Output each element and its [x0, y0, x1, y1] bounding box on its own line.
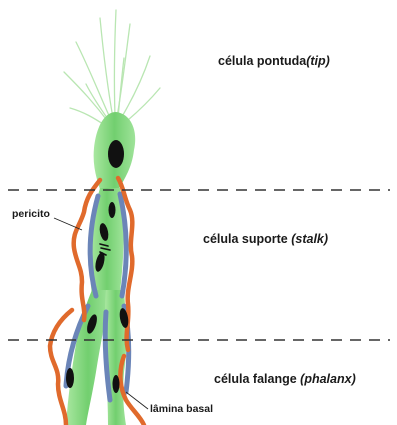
pericyte-nucleus-4	[113, 375, 120, 393]
filopodia	[64, 10, 160, 126]
region-label-tip: célula pontuda(tip)	[218, 55, 330, 68]
region-label-phalanx: célula falange (phalanx)	[214, 373, 356, 386]
basal-lamina-label: lâmina basal	[150, 404, 213, 415]
region-label-stalk: célula suporte (stalk)	[203, 233, 328, 246]
pericyte-nucleus-3	[66, 368, 74, 388]
pericyte-label: pericito	[12, 209, 50, 220]
tip-nucleus	[108, 140, 124, 168]
stalk-nucleus-3	[109, 202, 116, 218]
